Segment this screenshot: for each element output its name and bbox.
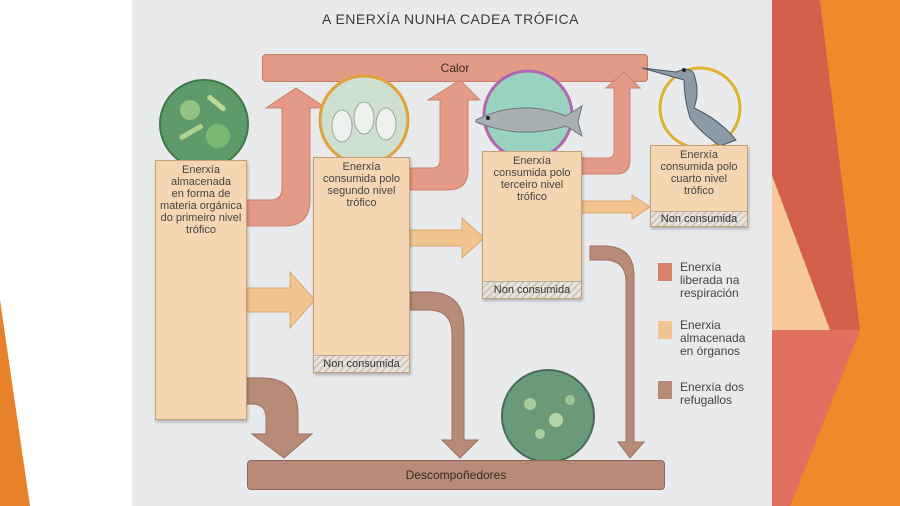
legend-swatch-stored [658, 321, 672, 339]
level-4-box: Enerxía consumida polo cuarto nivel tróf… [650, 145, 748, 227]
decomposers-bar-label: Descompoñedores [406, 468, 507, 482]
legend-swatch-waste [658, 381, 672, 399]
zooplankton-illustration [320, 76, 408, 164]
waste-arrow-3 [590, 246, 644, 458]
level-3-box: Enerxía consumida polo terceiro nivel tr… [482, 151, 582, 299]
stored-arrow-1 [245, 272, 315, 328]
producer-illustration [160, 80, 248, 168]
heat-arrow-3 [580, 72, 640, 174]
heron-illustration [642, 68, 740, 148]
level-2-text: Enerxía consumida polo segundo nivel tró… [314, 158, 409, 209]
decomposers-illustration [502, 370, 594, 462]
level-4-text: Enerxía consumida polo cuarto nivel tróf… [651, 146, 747, 197]
level-4-non-consumed: Non consumida [651, 211, 747, 226]
level-3-text: Enerxía consumida polo terceiro nivel tr… [483, 152, 581, 203]
level-1-text: Enerxía almacenada en forma de materia o… [156, 161, 246, 236]
fish-illustration [476, 71, 582, 159]
waste-arrow-1 [245, 378, 312, 458]
level-2-non-consumed: Non consumida [314, 355, 409, 372]
decomposers-bar: Descompoñedores [247, 460, 665, 490]
legend-swatch-respiration [658, 263, 672, 281]
level-2-box: Enerxía consumida polo segundo nivel tró… [313, 157, 410, 373]
level-3-non-consumed: Non consumida [483, 281, 581, 298]
stored-arrow-3 [580, 195, 650, 219]
waste-arrow-2 [408, 292, 478, 458]
level-1-box: Enerxía almacenada en forma de materia o… [155, 160, 247, 420]
heat-arrow-2 [408, 80, 480, 190]
stored-arrow-2 [408, 218, 484, 258]
